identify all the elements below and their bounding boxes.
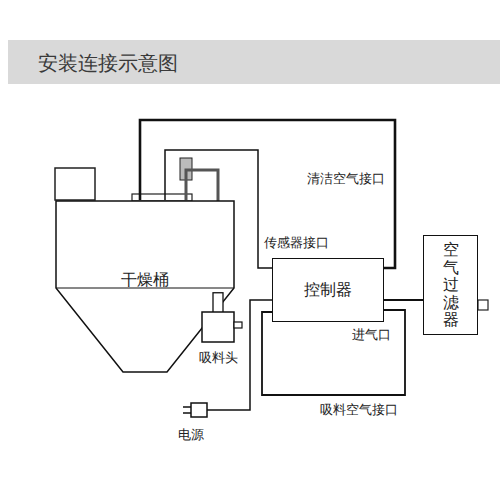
node-label: 干燥桶 — [121, 270, 169, 375]
air-filter-box: 空气过滤器 — [423, 235, 478, 335]
port-label: 清洁空气接口 — [305, 170, 387, 188]
suction-head: 吸料头 — [192, 292, 244, 368]
title-band — [8, 40, 500, 84]
port-label: 进气口 — [350, 326, 393, 344]
controller-box: 控制器 — [272, 258, 384, 322]
plug-prongs — [183, 407, 191, 413]
node-label: 吸料头 — [192, 349, 244, 367]
head-nozzle — [234, 322, 242, 328]
filter-outlet — [478, 300, 488, 310]
hopper-stack — [55, 168, 95, 200]
suction-head-outline — [192, 292, 244, 346]
port-label: 吸料空气接口 — [318, 401, 400, 419]
hopper-vessel: 干燥桶 — [55, 200, 235, 375]
head-body — [202, 312, 234, 342]
node-label: 控制器 — [304, 280, 352, 301]
node-label: 空气过滤器 — [443, 241, 459, 329]
diagram-title: 安装连接示意图 — [38, 50, 178, 77]
suction-air-wire — [262, 310, 405, 395]
port-label: 传感器接口 — [262, 234, 331, 252]
power-plug — [191, 403, 207, 417]
hose-connector — [384, 299, 423, 301]
port-label: 电源 — [176, 426, 206, 444]
head-tube — [213, 293, 223, 313]
